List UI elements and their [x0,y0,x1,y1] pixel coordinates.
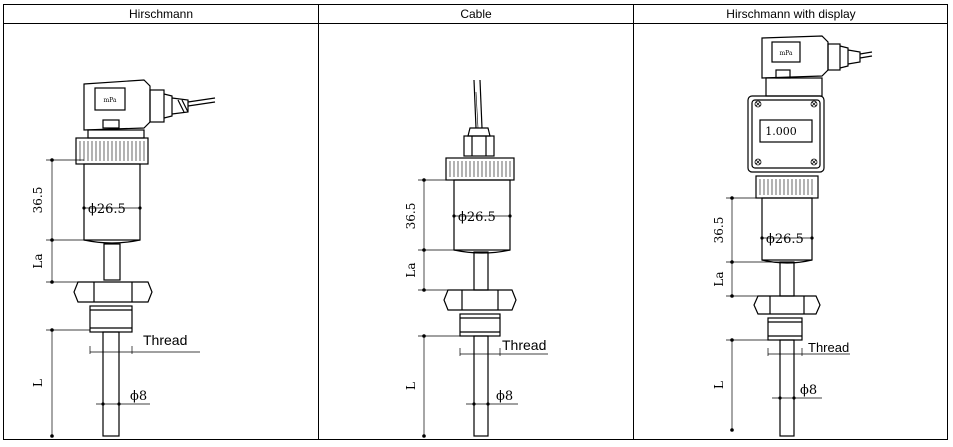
thread-label: Thread [143,332,187,348]
probe [779,339,795,437]
probe [102,331,120,437]
dim-la: La [31,253,45,268]
dim-diameter-probe: ϕ8 [130,389,147,404]
header-hirschmann: Hirschmann [128,7,194,21]
dim-diameter-body: ϕ26.5 [458,210,496,225]
knurl-pattern [449,161,511,177]
thread-fitting [767,317,803,341]
display-screws [754,100,818,166]
dim-l: L [712,381,726,389]
hex-nut [443,289,517,311]
cable-gland [463,135,495,157]
knurl-pattern [759,179,813,195]
display-screen [759,119,813,143]
column-divider-1 [318,5,319,439]
plug-window [771,41,801,63]
dim-diameter-probe: ϕ8 [496,389,513,404]
plug-tab [102,119,120,129]
thread-label: Thread [502,337,546,353]
knurled-nut [755,175,819,199]
knurl-pattern [79,141,145,161]
dim-la: La [404,262,418,277]
thread-label: Thread [808,340,849,355]
display-housing [747,95,825,173]
plug-label: mPa [103,97,116,104]
hex-nut [753,295,821,315]
hex-nut [73,281,153,303]
dim-diameter-probe: ϕ8 [800,383,817,398]
housing-body [761,197,813,261]
header-cable: Cable [460,7,492,21]
housing-body [83,163,141,241]
probe [473,335,489,437]
dim-diameter-body: ϕ26.5 [88,202,126,217]
header-hirschmann-display: Hirschmann with display [726,7,856,21]
plug-window [94,87,126,111]
display-value: 1.000 [765,125,797,138]
dim-l: L [404,382,418,390]
dim-36-5: 36.5 [712,217,726,244]
dim-la: La [712,271,726,286]
header-divider [4,23,947,24]
dim-36-5: 36.5 [404,203,418,230]
dim-diameter-body: ϕ26.5 [766,232,804,247]
spec-table: Hirschmann Cable Hirschmann with display [3,4,948,440]
plug-label: mPa [779,50,792,57]
dim-l: L [31,379,45,387]
dim-36-5: 36.5 [31,187,45,214]
column-divider-2 [633,5,634,439]
